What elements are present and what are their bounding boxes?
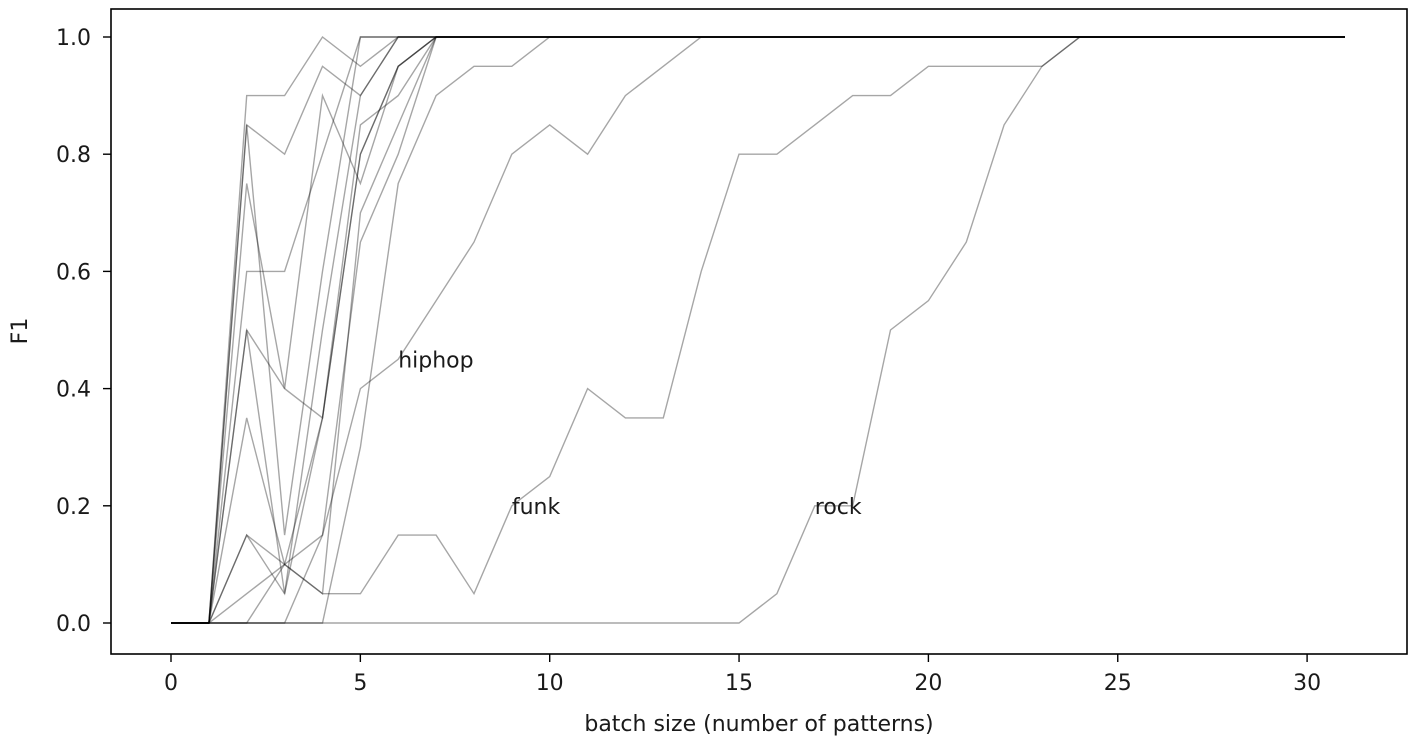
series-line-4 xyxy=(171,36,1345,624)
x-tick-label: 5 xyxy=(353,671,367,696)
series-lines xyxy=(171,35,1345,624)
series-line-8 xyxy=(171,36,1345,624)
series-line-5 xyxy=(171,36,1345,624)
annotation-hiphop: hiphop xyxy=(398,348,473,373)
y-tick-label: 0.4 xyxy=(56,378,91,403)
series-line-6 xyxy=(171,36,1345,624)
series-line-14 xyxy=(171,36,1345,624)
annotation-funk: funk xyxy=(512,495,561,520)
y-axis-ticks: 0.0 0.2 0.4 0.6 0.8 1.0 xyxy=(56,26,111,637)
x-axis-ticks: 0 5 10 15 20 25 30 xyxy=(164,654,1321,696)
series-line-rock xyxy=(171,36,1345,624)
plot-frame xyxy=(110,8,1408,655)
y-tick-label: 0.6 xyxy=(56,260,91,285)
x-tick-label: 25 xyxy=(1104,671,1132,696)
y-tick-label: 0.0 xyxy=(56,612,91,637)
series-line-7 xyxy=(171,36,1345,624)
x-axis-label: batch size (number of patterns) xyxy=(584,712,933,737)
series-line-9 xyxy=(171,36,1345,624)
x-tick-label: 10 xyxy=(536,671,564,696)
annotations: hiphop funk rock xyxy=(398,348,862,520)
annotation-rock: rock xyxy=(815,495,862,520)
series-line-3 xyxy=(171,35,1345,624)
y-tick-label: 0.8 xyxy=(56,143,91,168)
series-line-funk xyxy=(171,36,1345,624)
y-tick-label: 1.0 xyxy=(56,26,91,51)
series-line-11 xyxy=(171,36,1345,624)
series-line-10 xyxy=(171,36,1345,624)
x-tick-label: 20 xyxy=(914,671,942,696)
y-tick-label: 0.2 xyxy=(56,495,91,520)
x-tick-label: 30 xyxy=(1293,671,1321,696)
x-tick-label: 15 xyxy=(725,671,753,696)
series-line-hiphop xyxy=(171,36,1345,624)
x-tick-label: 0 xyxy=(164,671,178,696)
series-line-12 xyxy=(171,36,1345,624)
series-line-13 xyxy=(171,36,1345,624)
y-axis-label: F1 xyxy=(8,318,33,345)
